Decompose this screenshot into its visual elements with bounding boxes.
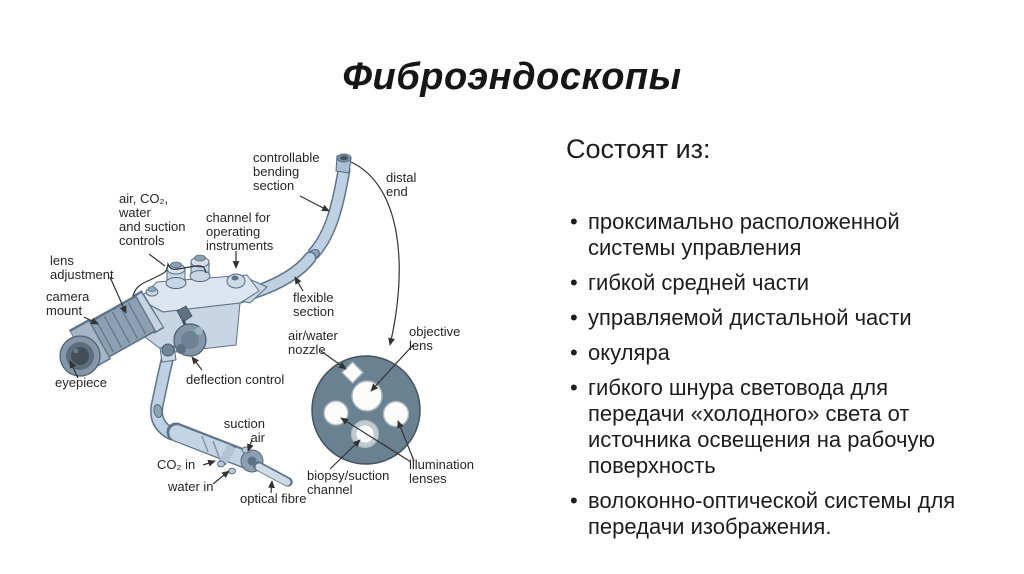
list-item: гибкой средней части	[566, 270, 978, 296]
eyepiece-assembly	[59, 290, 165, 377]
components-list: проксимально расположенной системы управ…	[566, 209, 978, 539]
label-flexible-section: flexible section	[293, 290, 335, 319]
valve-controls	[145, 254, 211, 297]
intro-text: Состоят из:	[566, 134, 711, 164]
instrument-channel-port	[226, 273, 246, 289]
label-co2-in: CO₂ in	[157, 457, 196, 472]
distal-cross-section	[311, 355, 421, 465]
list-item: управляемой дистальной части	[566, 305, 978, 331]
label-eyepiece: eyepiece	[55, 375, 108, 390]
co2-port	[217, 460, 225, 468]
illumination-lens-right	[382, 400, 410, 428]
list-item: гибкого шнура световода для передачи «хо…	[566, 375, 978, 479]
label-distal-end: distal end	[386, 170, 417, 199]
distal-end-arc	[350, 161, 400, 346]
label-channel-operating: channel for operating instruments	[206, 210, 274, 253]
label-controllable-bending-section: controllable bending section	[253, 150, 320, 193]
list-item: окуляра	[566, 340, 978, 366]
list-item: волоконно-оптической системы для передач…	[566, 488, 978, 540]
label-air-co2-controls: air, CO₂, water and suction controls	[119, 191, 186, 248]
label-camera-mount: camera mount	[46, 289, 90, 318]
water-port	[228, 467, 236, 475]
label-air-water-nozzle: air/water nozzle	[288, 328, 338, 357]
list-item: проксимально расположенной системы управ…	[566, 209, 978, 261]
label-biopsy-suction-channel: biopsy/suction channel	[307, 468, 390, 497]
leader-arrows	[69, 195, 415, 494]
controllable-bending-section-tube	[307, 163, 351, 260]
label-deflection-control: deflection control	[186, 372, 285, 387]
slide-title: Фиброэндоскопы	[342, 56, 682, 98]
label-objective-lens: objective lens	[409, 324, 461, 353]
air-water-nozzle-opening	[340, 360, 365, 385]
label-illumination-lenses: illumination lenses	[409, 457, 475, 486]
deflection-control-knob	[161, 305, 207, 357]
label-optical-fibre: optical fibre	[240, 491, 307, 506]
umbilical-cable	[150, 345, 293, 487]
label-lens-adjustment: lens adjustment	[50, 253, 114, 282]
text-column: Состоят из: проксимально расположенной с…	[566, 134, 978, 549]
objective-lens-hole	[351, 380, 383, 412]
label-water-in: water in	[168, 479, 214, 494]
label-suction-air: suction air	[223, 416, 265, 445]
control-body	[138, 254, 268, 363]
distal-tip	[335, 153, 352, 174]
illumination-lens-left	[323, 400, 349, 426]
